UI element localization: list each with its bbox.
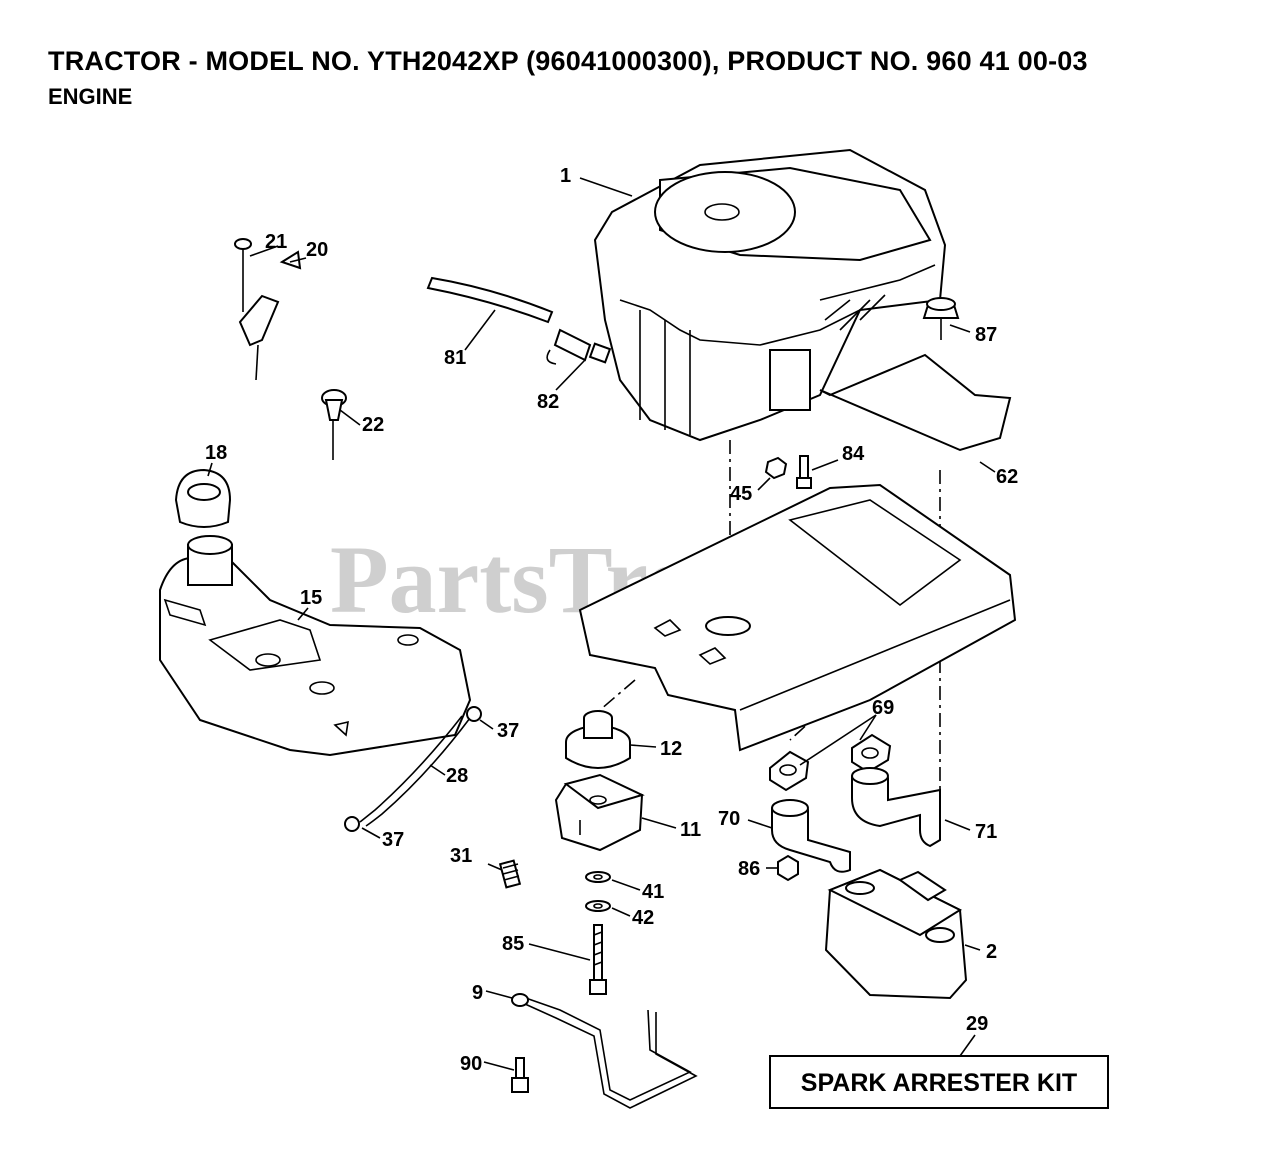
page-subtitle: ENGINE bbox=[48, 84, 133, 109]
callout-42: 42 bbox=[632, 907, 654, 929]
callout-1: 1 bbox=[560, 165, 571, 187]
callout-82: 82 bbox=[537, 391, 559, 413]
rod-part[interactable] bbox=[511, 993, 698, 1109]
washer-part[interactable] bbox=[585, 871, 611, 883]
callout-29: 29 bbox=[966, 1013, 988, 1035]
exhaust-gasket-part[interactable] bbox=[769, 733, 892, 792]
callout-90: 90 bbox=[460, 1053, 482, 1075]
spark-arrester-kit-label: SPARK ARRESTER KIT bbox=[801, 1069, 1077, 1097]
lock-washer-part[interactable] bbox=[585, 900, 611, 912]
fuel-hose-part[interactable] bbox=[426, 276, 554, 324]
fuel-tank-part[interactable] bbox=[159, 535, 472, 757]
electric-clutch-part[interactable] bbox=[554, 773, 645, 852]
exhaust-nut-part[interactable] bbox=[777, 854, 799, 882]
callout-11: 11 bbox=[680, 819, 701, 841]
callout-21: 21 bbox=[265, 231, 287, 253]
callout-28: 28 bbox=[446, 765, 468, 787]
callout-70: 70 bbox=[718, 808, 740, 830]
spring-part[interactable] bbox=[498, 859, 522, 889]
screw-part[interactable] bbox=[511, 1057, 529, 1093]
fuel-filter-part[interactable] bbox=[546, 328, 612, 365]
callout-labels: 1 21 20 81 82 87 22 18 84 45 62 15 69 37… bbox=[205, 165, 1018, 1075]
mount-plate-part[interactable] bbox=[819, 353, 1012, 452]
fuel-cap-part[interactable] bbox=[174, 468, 232, 528]
callout-9: 9 bbox=[472, 982, 483, 1004]
callout-69: 69 bbox=[872, 697, 894, 719]
hose-clamp-part[interactable] bbox=[344, 706, 482, 832]
choke-knob-part[interactable] bbox=[321, 389, 347, 460]
callout-15: 15 bbox=[300, 587, 322, 609]
fuel-line-part[interactable] bbox=[359, 715, 471, 827]
frame-part[interactable] bbox=[578, 483, 1017, 752]
callout-86: 86 bbox=[738, 858, 760, 880]
callout-37b: 37 bbox=[382, 829, 404, 851]
leader-lines bbox=[207, 177, 996, 1071]
callout-81: 81 bbox=[444, 347, 466, 369]
clutch-bolt-part[interactable] bbox=[589, 924, 607, 995]
callout-71: 71 bbox=[975, 821, 997, 843]
knob-part[interactable] bbox=[922, 297, 960, 340]
callout-87: 87 bbox=[975, 324, 997, 346]
throttle-bracket-part[interactable] bbox=[234, 238, 302, 381]
spark-arrester-kit-box: SPARK ARRESTER KIT bbox=[769, 1055, 1109, 1109]
callout-85: 85 bbox=[502, 933, 524, 955]
callout-22: 22 bbox=[362, 414, 384, 436]
exhaust-pipe-left-part[interactable] bbox=[771, 799, 851, 873]
exhaust-pipe-right-part[interactable] bbox=[851, 767, 941, 848]
callout-62: 62 bbox=[996, 466, 1018, 488]
muffler-part[interactable] bbox=[824, 868, 968, 1000]
callout-2: 2 bbox=[986, 941, 997, 963]
nut-part[interactable] bbox=[764, 456, 788, 480]
callout-18: 18 bbox=[205, 442, 227, 464]
page-title: TRACTOR - MODEL NO. YTH2042XP (960410003… bbox=[48, 46, 1088, 76]
callout-12: 12 bbox=[660, 738, 682, 760]
callout-45: 45 bbox=[730, 483, 752, 505]
bolt-part[interactable] bbox=[796, 455, 812, 489]
pulley-part[interactable] bbox=[565, 710, 631, 769]
engine-part[interactable] bbox=[593, 148, 947, 442]
callout-41: 41 bbox=[642, 881, 664, 903]
callout-84: 84 bbox=[842, 443, 865, 465]
callout-31: 31 bbox=[450, 845, 472, 867]
callout-20: 20 bbox=[306, 239, 328, 261]
callout-37a: 37 bbox=[497, 720, 519, 742]
